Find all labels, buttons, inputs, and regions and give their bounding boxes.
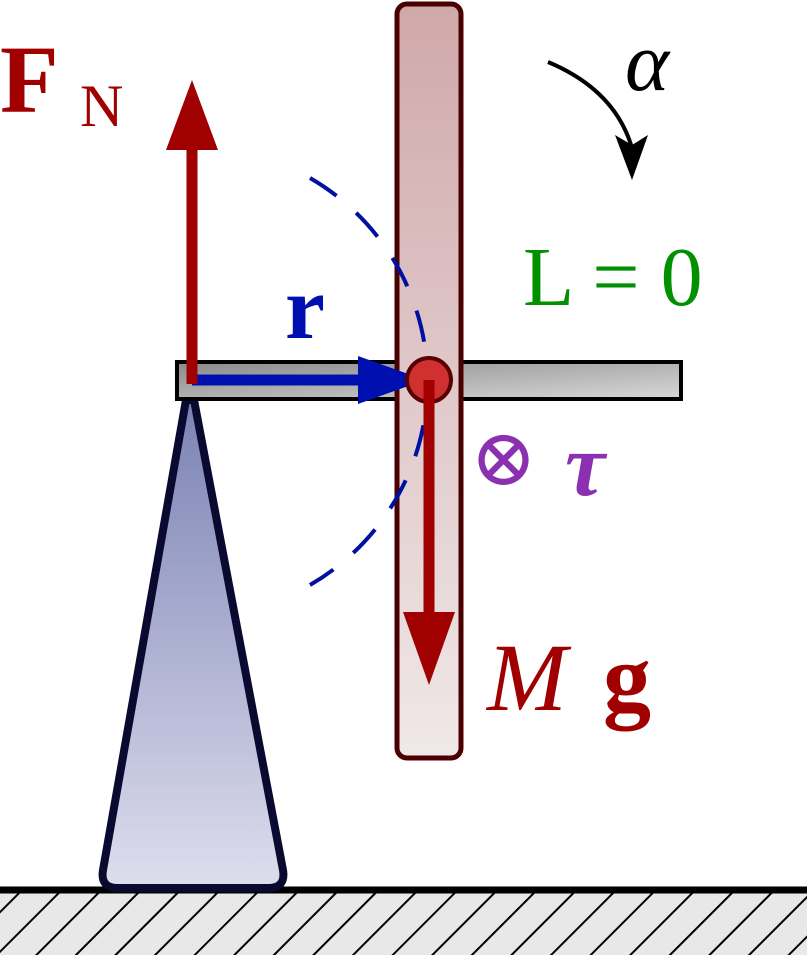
alpha-arrow-arc xyxy=(547,60,634,149)
ground-hatching xyxy=(0,892,807,955)
torque-direction-symbol: ⊗ xyxy=(470,411,537,504)
normal-force-label: F xyxy=(0,26,59,133)
normal-force-head xyxy=(166,80,218,150)
alpha-arrow-head xyxy=(615,135,648,180)
angular-momentum-label: L = 0 xyxy=(523,231,703,324)
r-label: r xyxy=(285,259,325,358)
normal-force-subscript: N xyxy=(80,73,123,139)
pivot-support xyxy=(98,396,288,892)
weight-head xyxy=(403,612,455,685)
torque-label: τ xyxy=(565,416,608,515)
r-vector-head xyxy=(358,356,425,404)
alpha-label: α xyxy=(625,16,671,109)
weight-label-g: g xyxy=(603,624,651,731)
weight-label-M: M xyxy=(485,624,572,731)
